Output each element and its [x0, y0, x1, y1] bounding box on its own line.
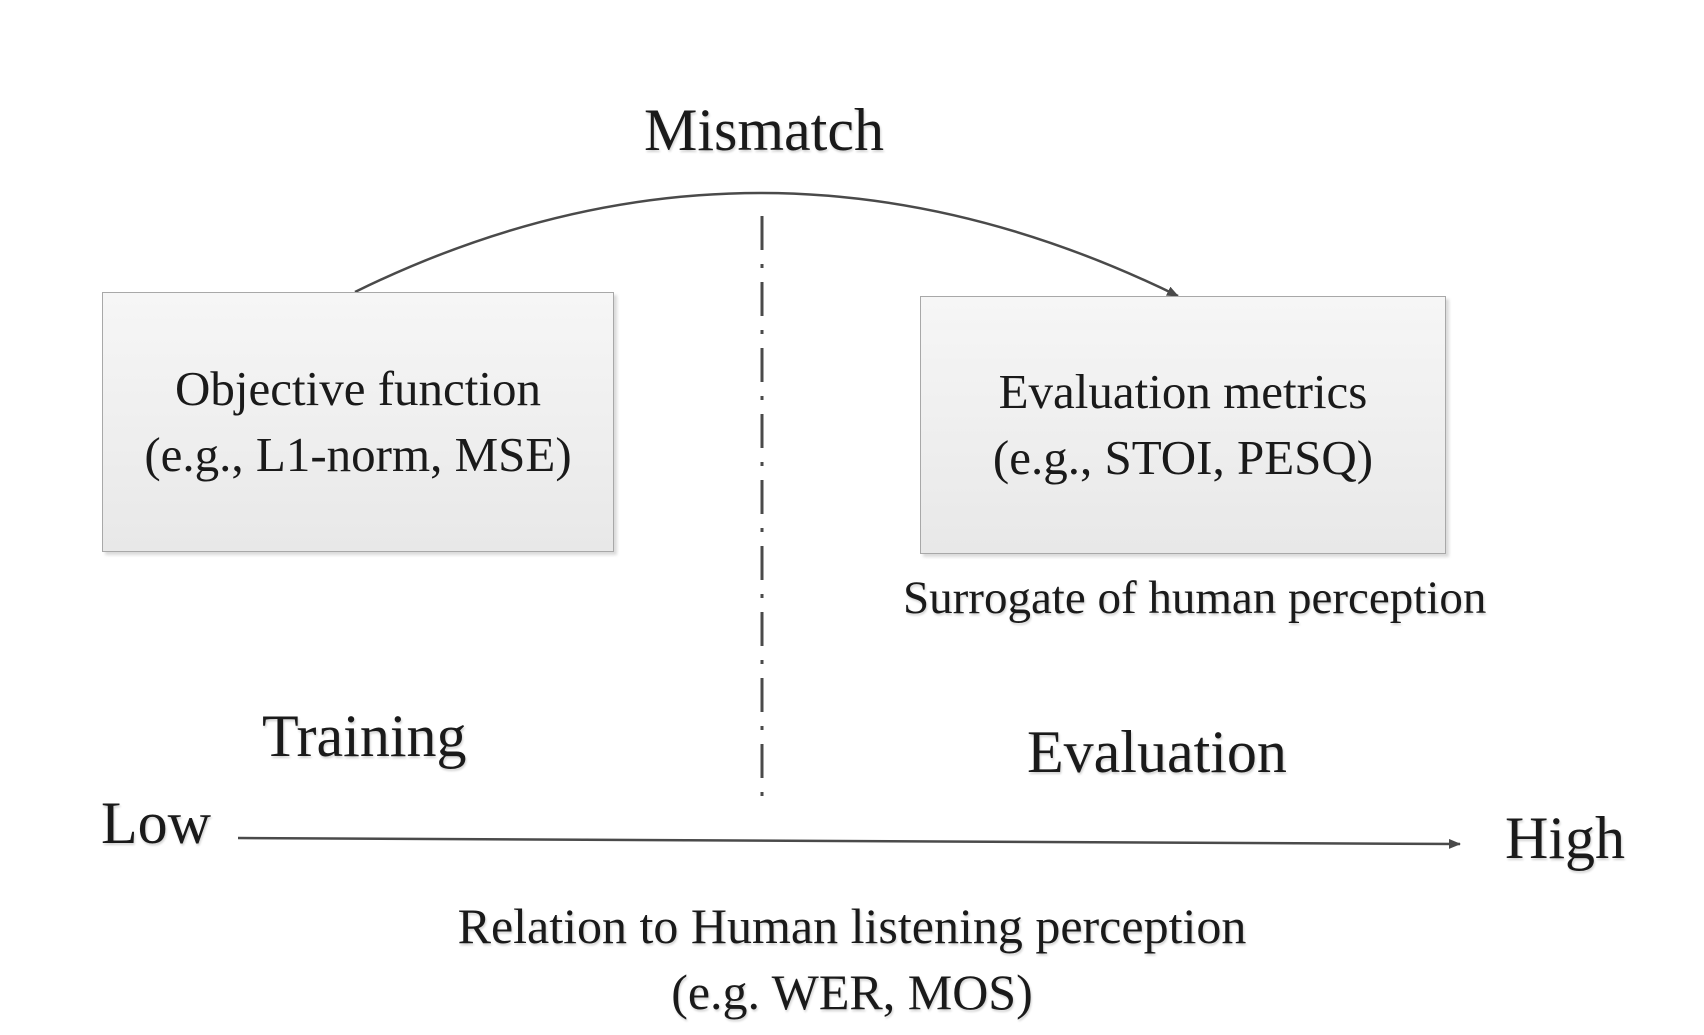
perception-axis-arrow [237, 836, 1461, 849]
evaluation-metrics-title: Evaluation metrics [998, 364, 1368, 419]
mismatch-arrow [354, 191, 1179, 298]
surrogate-label: Surrogate of human perception [903, 572, 1487, 624]
axis-caption-line1: Relation to Human listening perception [457, 898, 1247, 954]
axis-low-label: Low [101, 790, 211, 856]
objective-function-title: Objective function [174, 361, 542, 416]
axis-caption-line2: (e.g. WER, MOS) [671, 964, 1033, 1020]
evaluation-metrics-example: (e.g., STOI, PESQ) [992, 430, 1374, 485]
objective-function-example: (e.g., L1-norm, MSE) [144, 427, 572, 482]
mismatch-label: Mismatch [644, 97, 884, 163]
evaluation-label: Evaluation [1027, 719, 1287, 785]
training-label: Training [262, 703, 467, 769]
evaluation-metrics-box: Evaluation metrics (e.g., STOI, PESQ) [920, 296, 1446, 554]
axis-caption: Relation to Human listening perception (… [0, 893, 1704, 1025]
axis-high-label: High [1505, 805, 1625, 871]
objective-function-box: Objective function (e.g., L1-norm, MSE) [102, 292, 614, 552]
